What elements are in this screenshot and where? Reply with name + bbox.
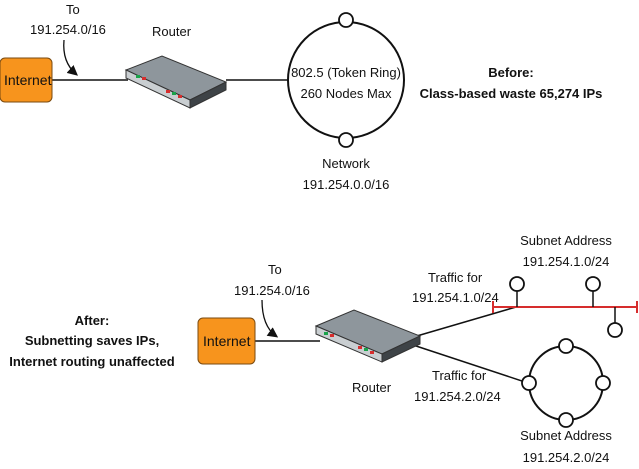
after-traffic2-label: Traffic for: [432, 368, 487, 383]
before-to-address: 191.254.0/16: [30, 22, 106, 37]
subnet1-node-b: [585, 276, 601, 292]
before-ring-node-bottom: [338, 132, 354, 148]
router-led-red-3: [178, 95, 182, 98]
router-led-green: [136, 75, 140, 78]
router-led-red-3: [370, 351, 374, 354]
after-caption-line2: Subnetting saves IPs,: [25, 333, 159, 348]
after-subnet2-address: 191.254.2.0/24: [523, 450, 610, 465]
router-led-green-2: [364, 348, 368, 351]
before-internet-label: Internet: [4, 72, 52, 88]
after-subnet1-address: 191.254.1.0/24: [523, 254, 610, 269]
before-network-label: Network: [322, 156, 370, 171]
after-subnet1-label: Subnet Address: [520, 233, 612, 248]
before-internet-node: Internet: [0, 57, 53, 103]
before-network-address: 191.254.0.0/16: [303, 177, 390, 192]
router-side-face: [381, 335, 421, 363]
before-internet-box: [0, 57, 53, 103]
before-section: To 191.254.0/16 Internet Router 802.5 (T…: [0, 2, 602, 192]
subnet2-node-right: [595, 375, 611, 391]
after-to-address: 191.254.0/16: [234, 283, 310, 298]
after-caption-title: After:: [75, 313, 110, 328]
before-ring: [287, 21, 405, 139]
after-internet-box: [197, 317, 256, 365]
after-router: [314, 309, 422, 363]
after-router-subnet2-link: [409, 343, 529, 384]
after-internet-label: Internet: [203, 333, 251, 349]
router-led-green-2: [172, 92, 176, 95]
after-internet-node: Internet: [197, 317, 256, 365]
router-side-face: [189, 81, 227, 109]
router-led-red: [142, 77, 146, 80]
after-subnet1-bus: [492, 276, 638, 338]
before-ring-capacity: 260 Nodes Max: [300, 86, 392, 101]
before-caption-title: Before:: [488, 65, 534, 80]
before-ring-type: 802.5 (Token Ring): [291, 65, 401, 80]
before-caption-detail: Class-based waste 65,274 IPs: [420, 86, 603, 101]
router-led-green: [324, 332, 328, 335]
before-to-arrow: [63, 39, 78, 76]
before-ring-node-top: [338, 12, 354, 28]
after-subnet2-ring: [521, 338, 611, 428]
after-traffic1-label: Traffic for: [428, 270, 483, 285]
before-router: [124, 55, 228, 109]
after-router-label: Router: [352, 380, 392, 395]
subnet1-node-a: [509, 276, 525, 292]
after-to-label: To: [268, 262, 282, 277]
subnet2-node-top: [558, 338, 574, 354]
subnet2-node-left: [521, 375, 537, 391]
router-led-red: [330, 334, 334, 337]
subnet2-ring: [528, 345, 604, 421]
after-router-subnet1-link: [409, 306, 517, 339]
router-led-red-2: [166, 90, 170, 93]
after-to-arrow: [261, 299, 279, 338]
subnet1-node-c: [607, 322, 623, 338]
after-section: After: Subnetting saves IPs, Internet ro…: [9, 233, 638, 465]
before-router-label: Router: [152, 24, 192, 39]
after-traffic1-address: 191.254.1.0/24: [412, 290, 499, 305]
after-subnet2-label: Subnet Address: [520, 428, 612, 443]
after-caption-line3: Internet routing unaffected: [9, 354, 174, 369]
before-to-label: To: [66, 2, 80, 17]
before-token-ring: 802.5 (Token Ring) 260 Nodes Max: [287, 12, 405, 148]
subnet2-node-bottom: [558, 412, 574, 428]
after-traffic2-address: 191.254.2.0/24: [414, 389, 501, 404]
router-led-red-2: [358, 346, 362, 349]
